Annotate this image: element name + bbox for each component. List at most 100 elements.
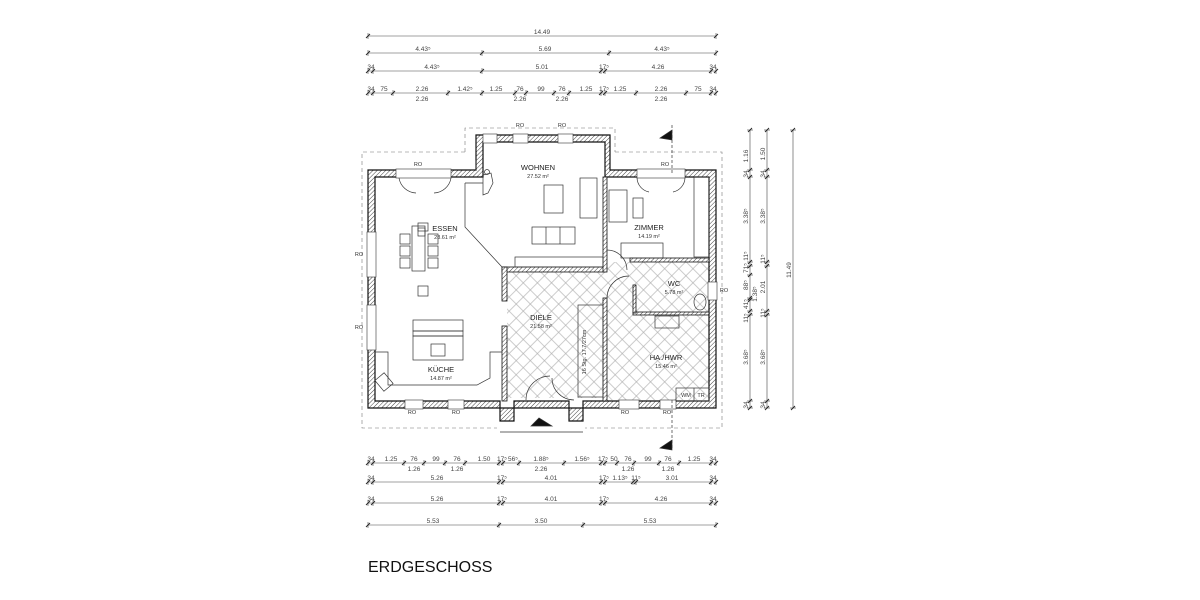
tile-floor: [507, 262, 715, 400]
dimension-label: 11⁵: [760, 308, 767, 318]
dimension-label: 34: [760, 170, 767, 178]
dimension-label: 11⁵: [631, 475, 641, 482]
window-label: RO: [661, 162, 670, 168]
dimension-label: 5.01: [536, 64, 549, 71]
dimension-label: 3.38⁵: [743, 208, 750, 224]
dimension-label: 11.49: [786, 262, 793, 278]
dimension-label: 88⁵: [743, 280, 750, 290]
top-dimension-row: 34 4.43⁵ 5.01 17⁵ 4.26 34: [365, 64, 719, 74]
window-label: RO: [414, 162, 423, 168]
dimension-label: 3.38⁵: [760, 208, 767, 224]
dimension-label: 17⁵: [497, 456, 507, 463]
dimension-label: 4.43⁵: [424, 64, 440, 71]
dimension-label: 17⁵: [497, 475, 507, 482]
window-label: RO: [663, 410, 672, 416]
dimension-label: 1.42⁵: [457, 86, 473, 93]
window-label: RO: [720, 288, 729, 294]
room-area: 28.61 m²: [434, 235, 456, 241]
dimension-label: 1.26: [662, 466, 675, 473]
dimension-label: 5.53: [427, 518, 440, 525]
dimension-label: 17⁵: [599, 86, 609, 93]
dimension-label: 34: [743, 401, 750, 409]
dimension-label: 1.26: [451, 466, 464, 473]
dimension-label: 2.26: [655, 86, 668, 93]
dimension-label: 1.25: [490, 86, 503, 93]
roof-outline: [361, 127, 723, 429]
dimension-label: 75: [694, 86, 702, 93]
dimension-label: 34: [367, 86, 375, 93]
dimension-label: 2.26: [535, 466, 548, 473]
dimension-label: 99: [432, 456, 440, 463]
dimension-label: 34: [367, 475, 375, 482]
dimension-label: 1.25: [614, 86, 627, 93]
room-area: 21.58 m²: [530, 324, 552, 330]
room-name: DIELE: [530, 313, 552, 322]
dimension-label: 1.88⁵: [533, 456, 549, 463]
dimension-label: 4.26: [652, 64, 665, 71]
dimension-label: 99: [644, 456, 652, 463]
dimension-label: 34: [367, 496, 375, 503]
dimension-label: 76: [410, 456, 418, 463]
dimension-label: 34: [709, 64, 717, 71]
dimension-label: 5.26: [431, 496, 444, 503]
window-label: RO: [355, 325, 364, 331]
dimension-label: 1.25: [385, 456, 398, 463]
dimension-label: 1.26: [408, 466, 421, 473]
dimension-label: 76: [453, 456, 461, 463]
dimension-label: 4.43⁵: [415, 46, 431, 53]
dimension-label: 76: [664, 456, 672, 463]
room-name: WC: [668, 279, 681, 288]
dimension-label: 1.50: [760, 147, 767, 160]
window-label: RO: [516, 123, 525, 129]
dimension-label: 76: [516, 86, 524, 93]
dimension-label: 17⁵: [598, 456, 608, 463]
window-label: RO: [558, 123, 567, 129]
room-name: HA./HWR: [650, 353, 683, 362]
dimension-label: 1.38⁵: [752, 286, 759, 302]
stair-note: 16 Stg. 17.7/27cm: [582, 329, 588, 374]
dimension-label: 14.49: [534, 29, 551, 36]
dimension-label: 3.50: [535, 518, 548, 525]
dimension-label: 4.26: [655, 496, 668, 503]
room-zimmer: ZIMMER 14.19 m²: [634, 223, 664, 240]
dimension-label: 71⁵: [743, 263, 750, 273]
window-label: RO: [621, 410, 630, 416]
top-dimension-row: 14.49: [365, 29, 719, 39]
windows: [366, 133, 718, 410]
dimension-label: 76: [624, 456, 632, 463]
appliance-label: TR: [697, 393, 704, 399]
dimension-label: 1.25: [580, 86, 593, 93]
dimension-label: 76: [558, 86, 566, 93]
room-name: KÜCHE: [428, 365, 454, 374]
dimension-label: 2.26: [556, 96, 569, 103]
room-area: 14.19 m²: [638, 234, 660, 240]
dimension-label: 2.26: [416, 96, 429, 103]
furniture: [374, 125, 710, 451]
dimension-label: 1.26: [622, 466, 635, 473]
dimension-label: 17⁵: [599, 64, 609, 71]
right-dimension-column: 11.49: [786, 127, 796, 411]
top-dimension-row: 4.43⁵ 5.69 4.43⁵: [365, 46, 719, 56]
dimension-label: 34: [367, 64, 375, 71]
dimension-label: 34: [709, 496, 717, 503]
dimension-label: 4.43⁵: [654, 46, 670, 53]
dimension-label: 11⁵: [760, 254, 767, 264]
dimension-label: 5.69: [539, 46, 552, 53]
room-name: ZIMMER: [634, 223, 664, 232]
room-area: 27.52 m²: [527, 174, 549, 180]
room-wc: WC5.78 m²: [665, 279, 684, 296]
room-name: ESSEN: [432, 224, 457, 233]
dimension-label: 34: [709, 456, 717, 463]
dimension-label: 56⁵: [508, 456, 518, 463]
dimension-label: 99: [537, 86, 545, 93]
dimension-label: 11⁵: [743, 251, 750, 261]
window-label: RO: [452, 410, 461, 416]
dimension-label: 2.26: [514, 96, 527, 103]
